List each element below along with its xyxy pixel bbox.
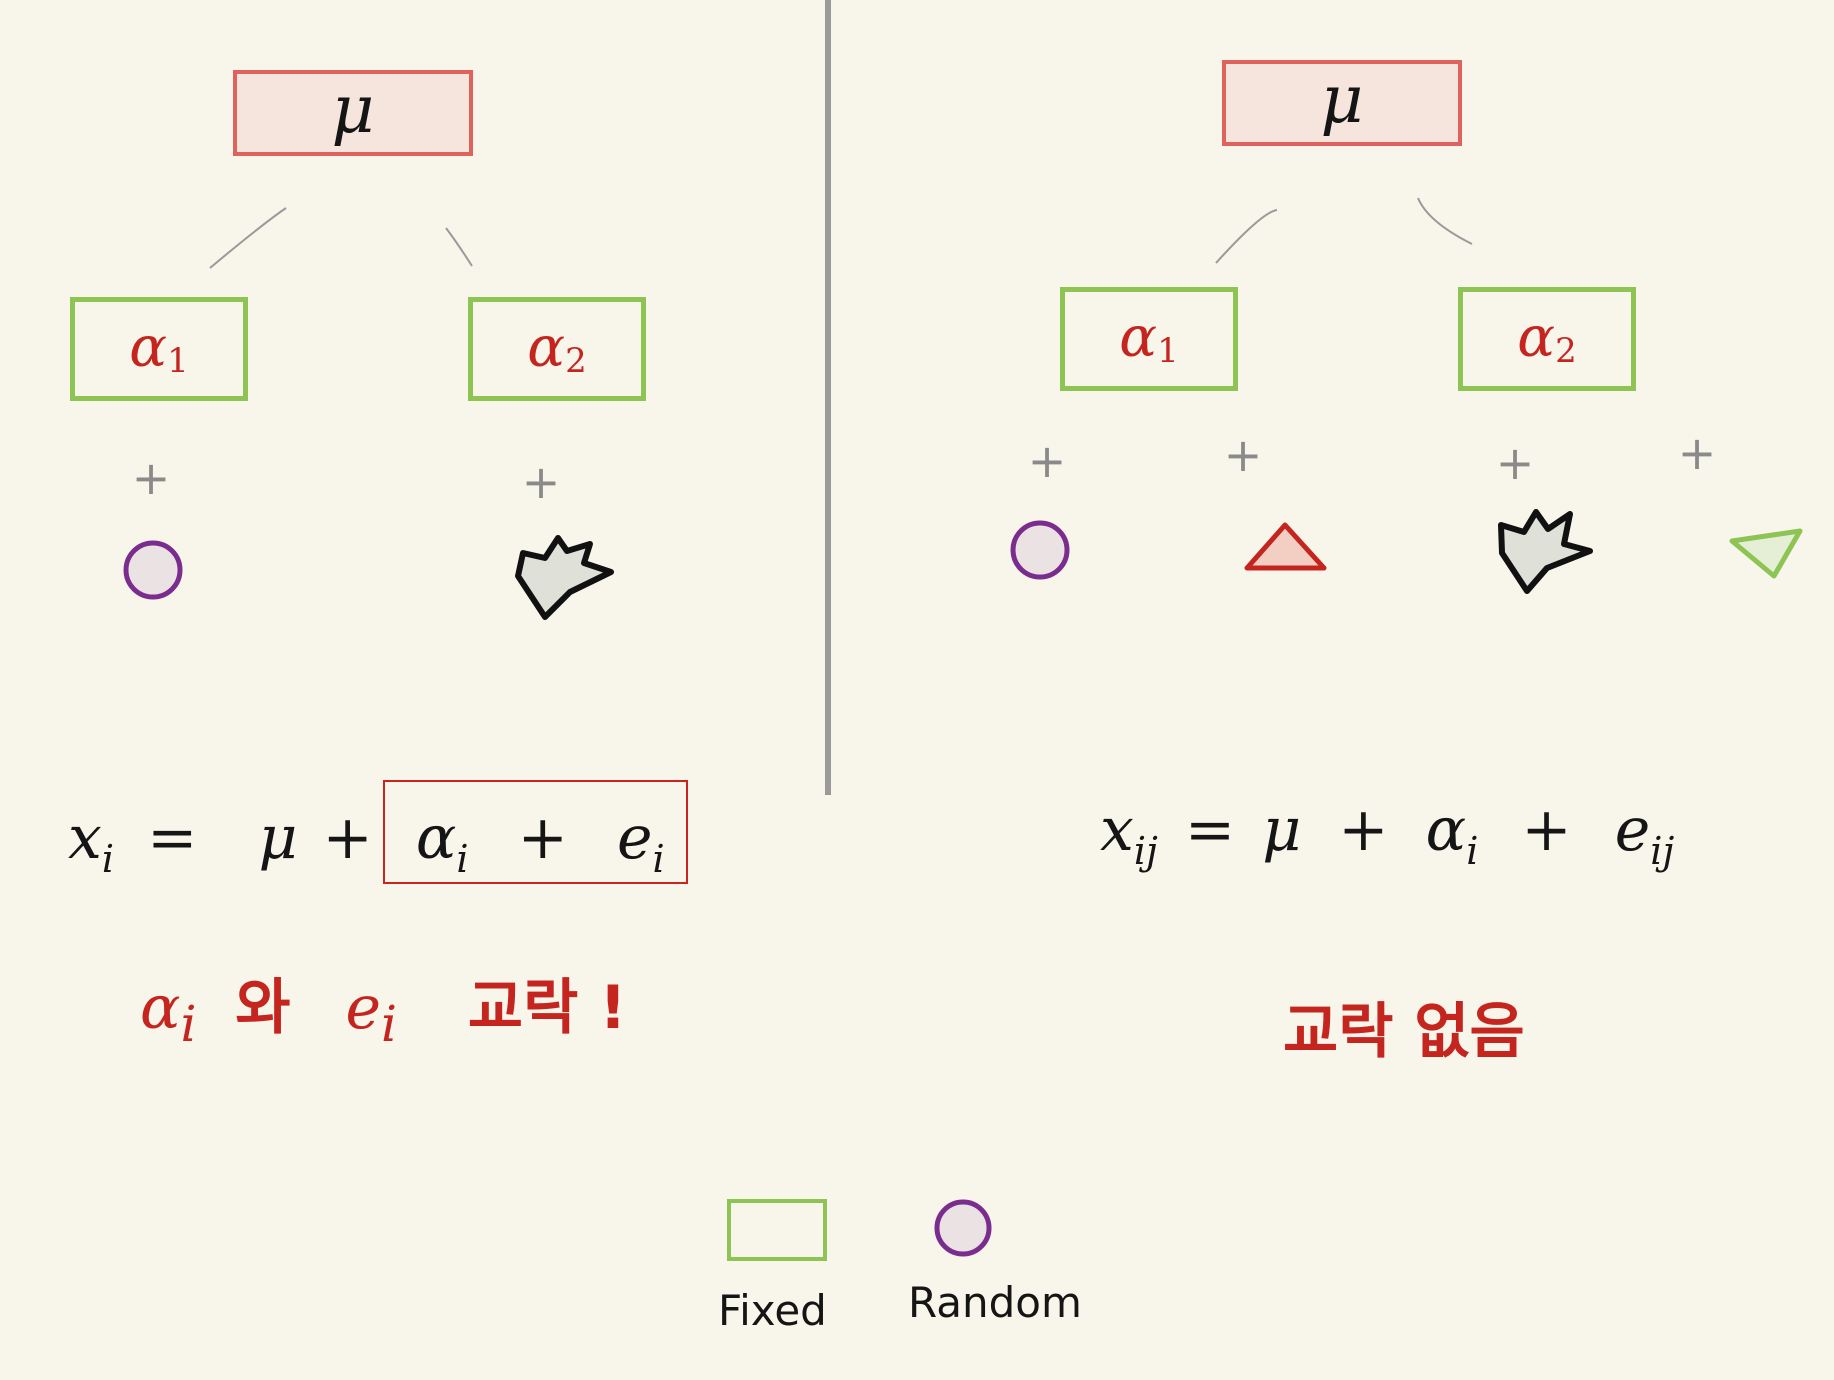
right-plus-1: + [1027,434,1067,488]
legend-fixed-label: Fixed [718,1286,827,1335]
left-alpha1-box: α1 [70,297,248,401]
legend-random-circle [934,1199,992,1257]
left-alpha1-label: α1 [129,315,189,381]
right-green-triangle [1729,528,1803,579]
right-mu-label: μ [1320,61,1364,138]
right-alpha2-label: α2 [1517,305,1577,371]
legend-random-label: Random [908,1278,1082,1327]
right-star-shape [1498,509,1593,594]
left-plus-2: + [521,455,561,509]
right-plus-3: + [1495,436,1535,490]
left-note: αi 와 ei 교락 ! [140,973,627,1053]
right-random-circle [1010,520,1070,580]
left-mu-box: μ [233,70,473,156]
right-alpha1-box: α1 [1060,287,1238,391]
left-random-circle [123,540,183,600]
right-alpha1-label: α1 [1119,305,1179,371]
right-note: 교락 없음 [1283,997,1525,1067]
right-equation: xij = μ + αi + eij [1100,795,1675,873]
right-plus-4: + [1677,426,1717,480]
left-plus-1: + [131,451,171,505]
right-connector-1 [1215,209,1278,264]
right-alpha2-box: α2 [1458,287,1636,391]
right-mu-box: μ [1222,60,1462,146]
left-equation: xi = μ + αi + ei [68,803,665,881]
confounded-terms-box [383,780,688,884]
left-mu-label: μ [331,71,375,148]
left-star-shape [515,535,614,620]
right-connector-2 [1417,197,1473,245]
right-red-triangle [1244,522,1327,571]
left-alpha2-label: α2 [527,315,587,381]
left-connector-1 [209,207,287,269]
legend-fixed-swatch [727,1199,827,1261]
left-connector-2 [445,227,473,267]
left-alpha2-box: α2 [468,297,646,401]
right-plus-2: + [1223,428,1263,482]
